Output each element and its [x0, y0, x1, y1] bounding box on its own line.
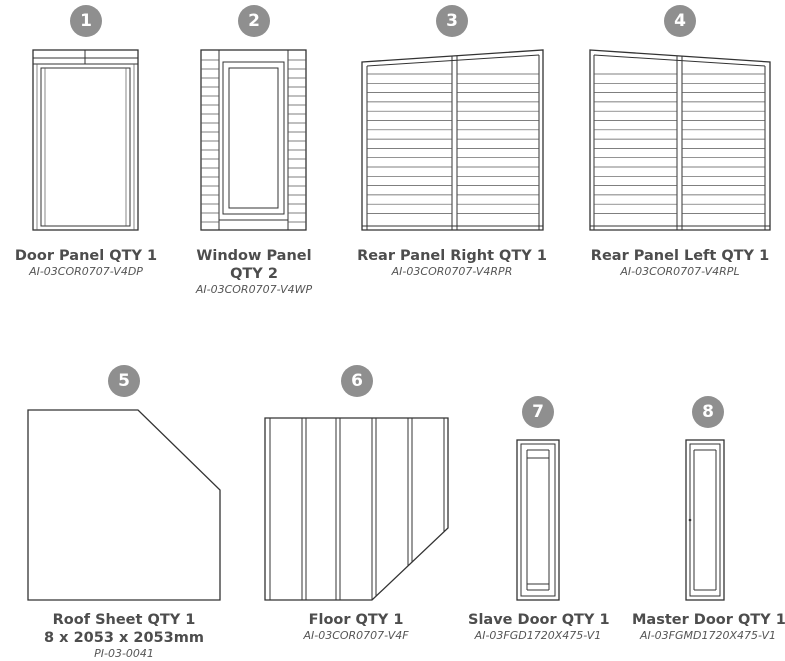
part-number-badge: 3 [436, 5, 468, 37]
part-number-badge: 1 [70, 5, 102, 37]
part-code: AI-03COR0707-V4RPL [620, 265, 740, 278]
part-name: Master Door QTY 1 [632, 612, 785, 628]
part-code: AI-03COR0707-V4RPR [391, 265, 513, 278]
part-name-line2: QTY 2 [230, 266, 278, 282]
part-code: AI-03COR0707-V4WP [195, 283, 313, 296]
part-code: AI-03FGMD1720X475-V1 [639, 629, 777, 642]
door-handle-icon [688, 518, 692, 522]
part-code: AI-03COR0707-V4DP [29, 265, 143, 278]
part-number-badge: 2 [238, 5, 270, 37]
part-code: AI-03COR0707-V4F [303, 629, 409, 642]
part-number-badge: 4 [664, 5, 696, 37]
part-code: AI-03FGD1720X475-V1 [474, 629, 602, 642]
part-name: Slave Door QTY 1 [468, 612, 610, 628]
part-name: Floor QTY 1 [308, 612, 404, 628]
part-name: Door Panel QTY 1 [14, 248, 158, 264]
part-name-line1: Window Panel [196, 248, 312, 264]
part-number-badge: 5 [108, 365, 140, 397]
part-name-line1: Roof Sheet QTY 1 [52, 612, 196, 628]
part-name-line2: 8 x 2053 x 2053mm [44, 630, 204, 646]
part-name: Rear Panel Right QTY 1 [357, 248, 547, 264]
part-number-badge: 7 [522, 396, 554, 428]
part-number-badge: 6 [341, 365, 373, 397]
part-number-badge: 8 [692, 396, 724, 428]
part-name: Rear Panel Left QTY 1 [590, 248, 770, 264]
